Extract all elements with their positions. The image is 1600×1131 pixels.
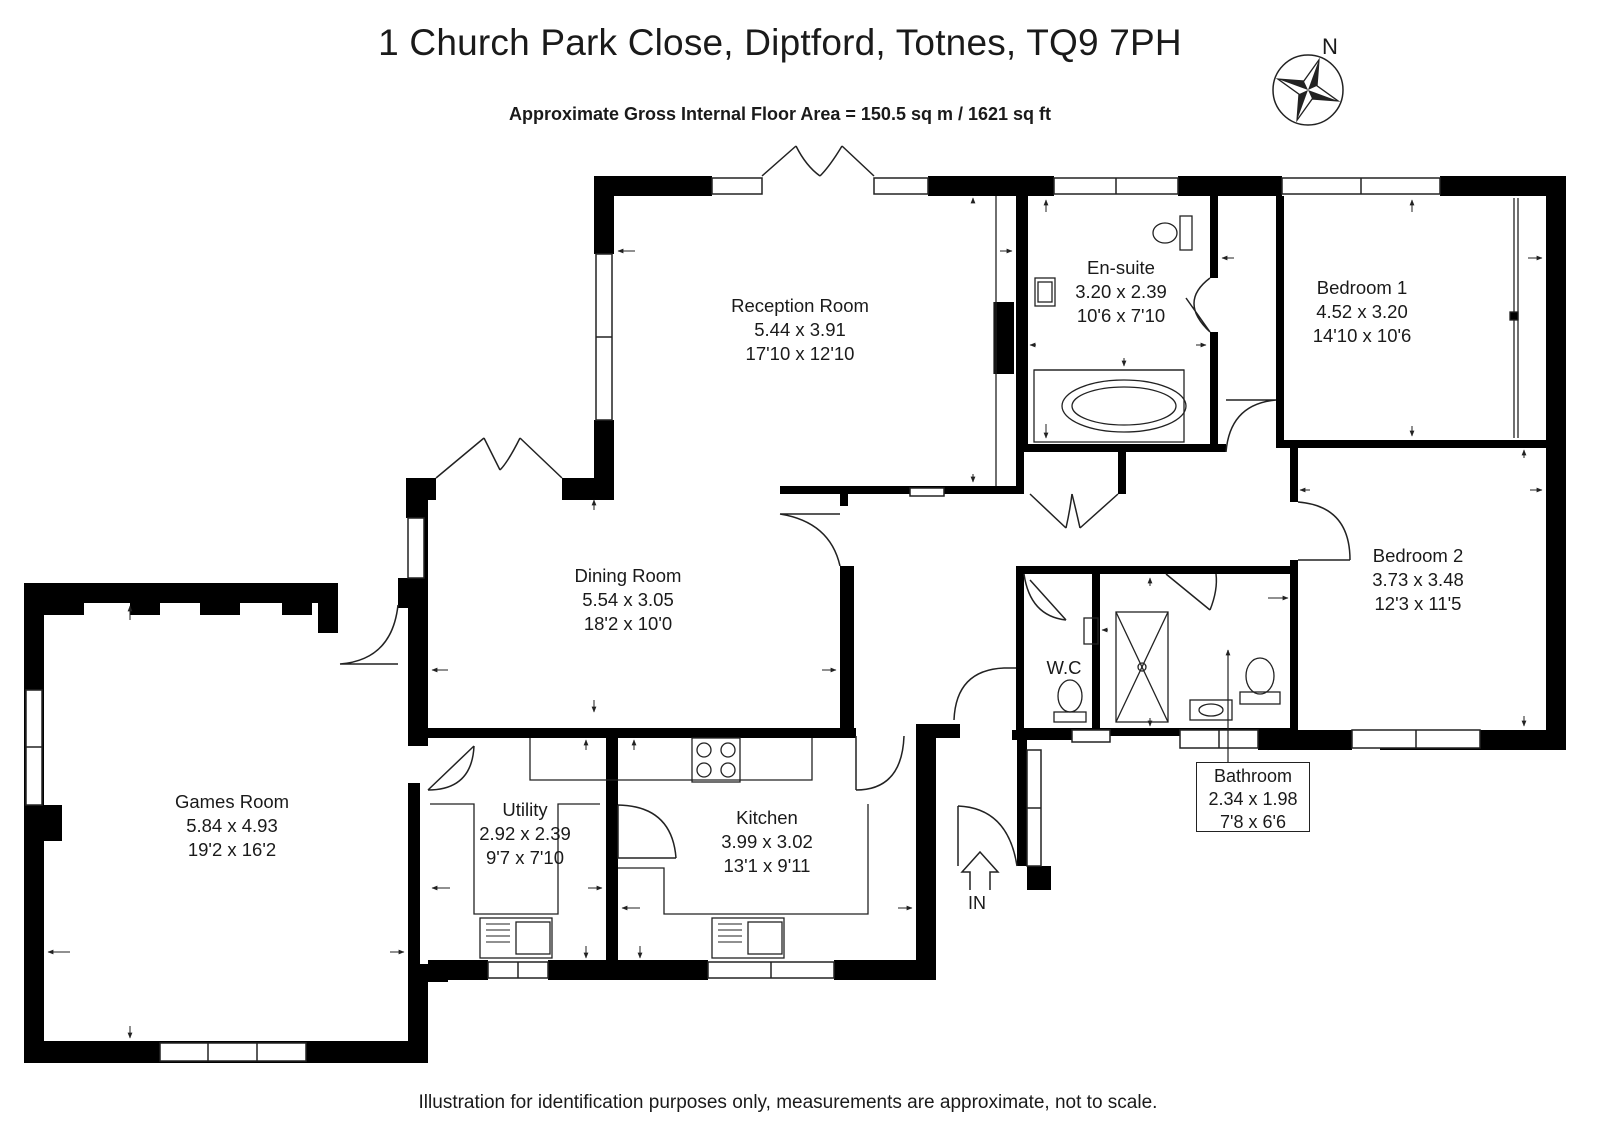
room-label-bedroom2: Bedroom 2 3.73 x 3.48 12'3 x 11'5 <box>1372 544 1464 616</box>
doors <box>339 145 1351 867</box>
room-label-reception: Reception Room 5.44 x 3.91 17'10 x 12'10 <box>731 294 869 366</box>
room-metric: 5.54 x 3.05 <box>582 589 674 610</box>
room-label-dining: Dining Room 5.54 x 3.05 18'2 x 10'0 <box>575 564 682 636</box>
room-name: Bedroom 1 <box>1316 277 1408 298</box>
room-imperial: 12'3 x 11'5 <box>1374 593 1462 614</box>
room-imperial: 14'10 x 10'6 <box>1312 325 1412 346</box>
entrance-arrow-icon <box>960 850 1000 890</box>
exterior-walls <box>24 176 1566 1063</box>
compass-rose-icon <box>1272 54 1344 126</box>
disclaimer-text: Illustration for identification purposes… <box>418 1092 1158 1113</box>
floor-area-text: Approximate Gross Internal Floor Area = … <box>508 104 1052 124</box>
room-label-utility: Utility 2.92 x 2.39 9'7 x 7'10 <box>479 798 571 870</box>
room-name: Utility <box>502 799 548 820</box>
room-label-kitchen: Kitchen 3.99 x 3.02 13'1 x 9'11 <box>721 806 813 878</box>
room-name: W.C <box>1046 657 1082 678</box>
room-name: Bathroom <box>1213 766 1293 786</box>
room-imperial: 7'8 x 6'6 <box>1220 812 1286 832</box>
room-imperial: 9'7 x 7'10 <box>485 847 565 868</box>
room-name: En-suite <box>1087 257 1155 278</box>
room-label-bathroom: Bathroom 2.34 x 1.98 7'8 x 6'6 <box>1196 762 1310 832</box>
room-metric: 2.34 x 1.98 <box>1208 789 1298 809</box>
disclaimer: Illustration for identification purposes… <box>0 1092 1600 1114</box>
room-metric: 3.20 x 2.39 <box>1075 281 1167 302</box>
room-label-bedroom1: Bedroom 1 4.52 x 3.20 14'10 x 10'6 <box>1313 276 1412 348</box>
interior-walls <box>780 196 1566 750</box>
room-metric: 5.44 x 3.91 <box>754 319 846 340</box>
room-label-ensuite: En-suite 3.20 x 2.39 10'6 x 7'10 <box>1075 256 1167 328</box>
room-name: Bedroom 2 <box>1372 545 1464 566</box>
entrance-label: IN <box>968 893 986 913</box>
room-imperial: 13'1 x 9'11 <box>723 855 811 876</box>
windows <box>25 177 1481 1062</box>
fixtures <box>430 196 1519 959</box>
room-metric: 5.84 x 4.93 <box>186 815 278 836</box>
room-imperial: 10'6 x 7'10 <box>1076 305 1166 326</box>
room-name: Dining Room <box>574 565 682 586</box>
room-metric: 2.92 x 2.39 <box>479 823 571 844</box>
room-label-games: Games Room 5.84 x 4.93 19'2 x 16'2 <box>175 790 289 862</box>
room-label-wc: W.C <box>1047 656 1082 680</box>
floor-area-note: Approximate Gross Internal Floor Area = … <box>0 104 1600 125</box>
room-name: Kitchen <box>736 807 798 828</box>
room-metric: 4.52 x 3.20 <box>1316 301 1408 322</box>
page-title: 1 Church Park Close, Diptford, Totnes, T… <box>0 22 1600 64</box>
room-imperial: 19'2 x 16'2 <box>187 839 277 860</box>
room-metric: 3.73 x 3.48 <box>1372 569 1464 590</box>
room-imperial: 18'2 x 10'0 <box>583 613 673 634</box>
north-label: N <box>1322 34 1338 59</box>
room-metric: 3.99 x 3.02 <box>721 831 813 852</box>
address-text: 1 Church Park Close, Diptford, Totnes, T… <box>378 22 1182 63</box>
room-name: Games Room <box>174 791 290 812</box>
room-imperial: 17'10 x 12'10 <box>745 343 855 364</box>
room-name: Reception Room <box>731 295 869 316</box>
